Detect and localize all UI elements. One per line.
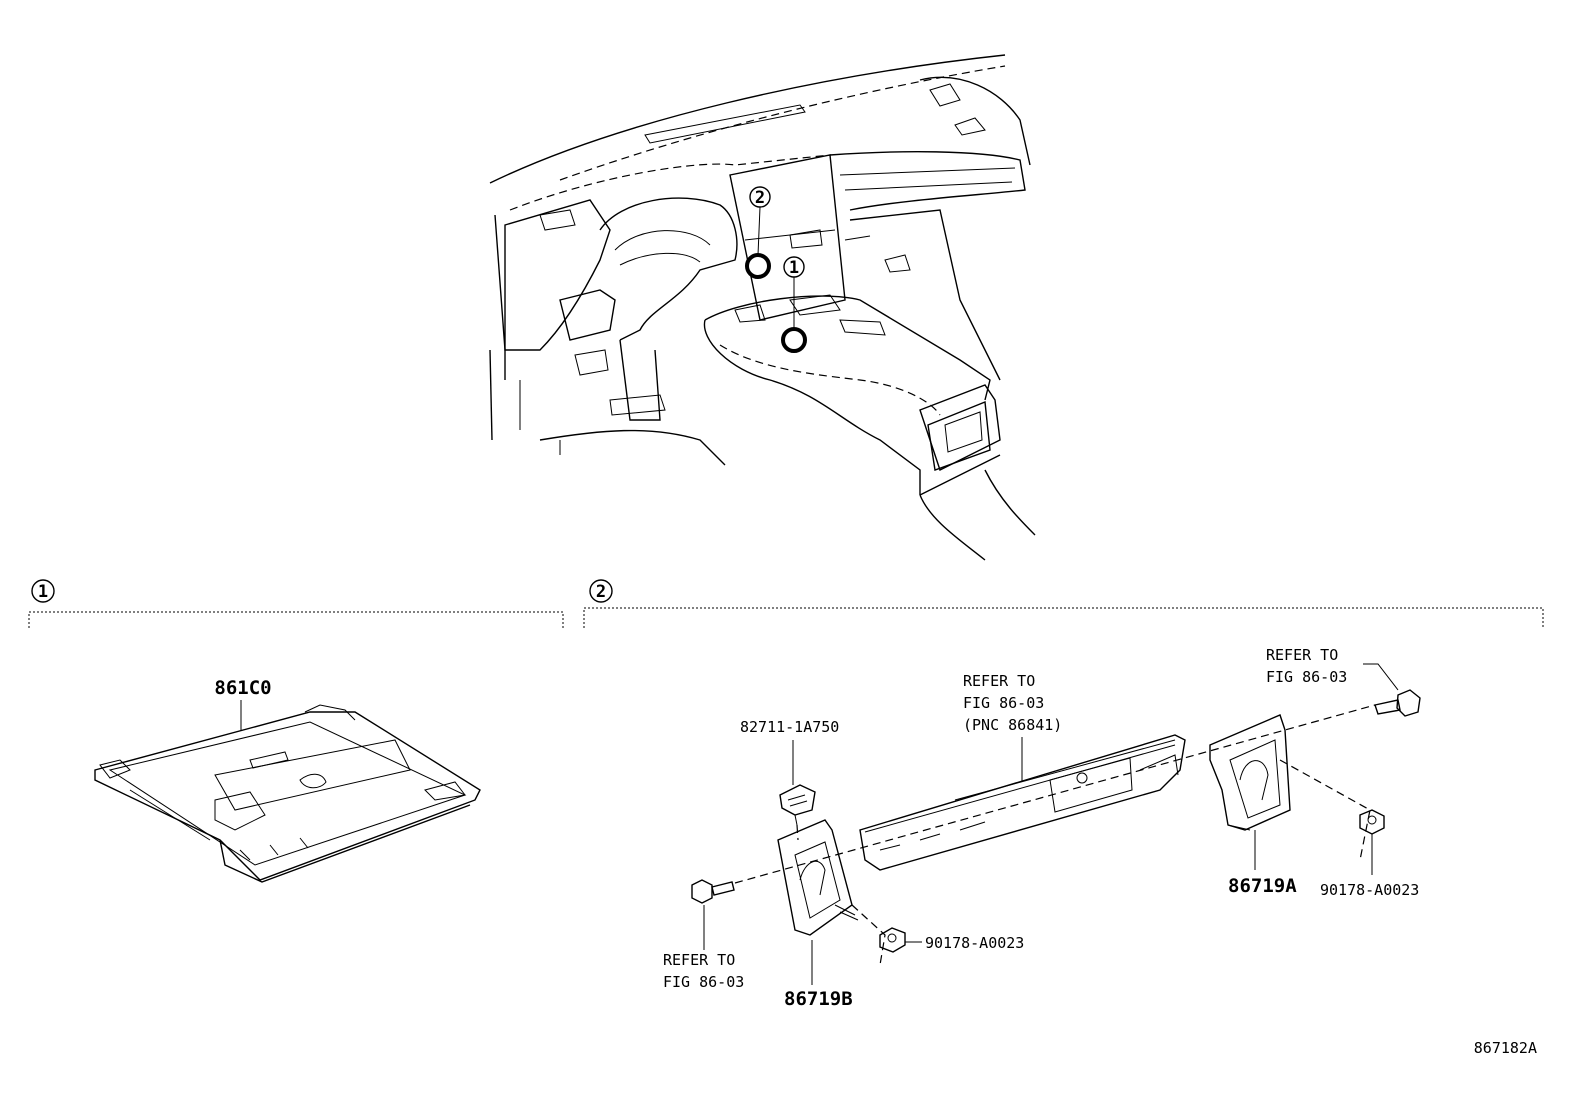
part-number-90178-A0023-right: 90178-A0023 (1320, 881, 1419, 899)
part-number-86719B: 86719B (784, 988, 853, 1010)
section-1-marker-number: 1 (38, 582, 48, 602)
section-2-marker-number: 2 (596, 582, 606, 602)
diagram-id: 867182A (1474, 1039, 1537, 1057)
part-number-82711-1A750: 82711-1A750 (740, 718, 839, 736)
callout-2-marker: 2 (745, 186, 771, 279)
reference-bolt-right-line-2: FIG 86-03 (1266, 668, 1347, 686)
reference-pnc-line-1: REFER TO (963, 672, 1035, 690)
reference-bolt-right-line-1: REFER TO (1266, 646, 1338, 664)
nut-left (879, 927, 906, 953)
part-number-861C0: 861C0 (214, 677, 271, 699)
section-1: 1 861C0 (28, 579, 564, 883)
part-number-86719A: 86719A (1228, 875, 1297, 897)
bolt-left (691, 879, 735, 904)
reference-pnc-86841: REFER TO FIG 86-03 (PNC 86841) (963, 672, 1062, 734)
bracket-86719B (777, 819, 859, 936)
callout-1-number: 1 (789, 258, 799, 278)
part-number-90178-A0023-left: 90178-A0023 (925, 934, 1024, 952)
bolt-right (1374, 689, 1421, 717)
section-2: 2 REFER TO FIG 86-03 (PNC 86841) REFER T… (583, 579, 1544, 1010)
reference-bolt-left-line-2: FIG 86-03 (663, 973, 744, 991)
bracket-86719A (1209, 714, 1291, 831)
reference-pnc-line-2: FIG 86-03 (963, 694, 1044, 712)
callout-1-marker: 1 (781, 256, 807, 353)
main-bracket (859, 734, 1186, 871)
reference-bolt-left: REFER TO FIG 86-03 (663, 951, 744, 991)
dashboard-illustration (489, 54, 1036, 561)
reference-bolt-left-line-1: REFER TO (663, 951, 735, 969)
nut-right (1359, 809, 1385, 835)
reference-pnc-line-3: (PNC 86841) (963, 716, 1062, 734)
callout-2-number: 2 (755, 188, 765, 208)
wireless-charger-tray (94, 704, 481, 883)
clip-82711-1A750 (779, 784, 816, 826)
reference-bolt-right: REFER TO FIG 86-03 (1266, 646, 1347, 686)
section-1-marker (31, 579, 55, 603)
section-2-marker (589, 579, 613, 603)
